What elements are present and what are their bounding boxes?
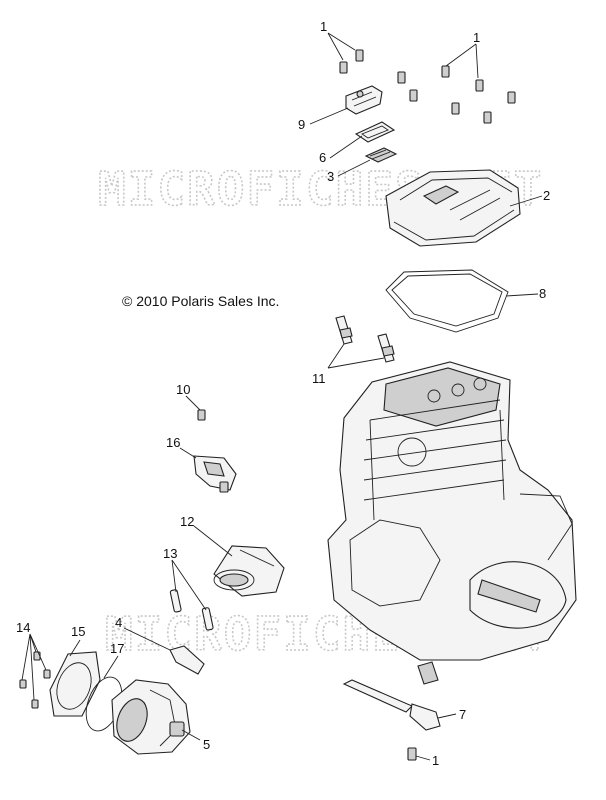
breather-gasket [354, 121, 396, 143]
throttle-adapter [213, 545, 285, 597]
bolts-13 [169, 589, 214, 631]
callout-13: 13 [163, 546, 177, 561]
engine-assembly [327, 361, 577, 661]
callouts: 1 1 9 6 3 2 8 11 10 16 12 13 4 14 15 17 … [16, 19, 550, 768]
leader-lines [21, 32, 543, 761]
bolt-group-top [339, 49, 516, 124]
callout-6: 6 [319, 150, 326, 165]
callout-17: 17 [110, 641, 124, 656]
valve-cover [385, 169, 521, 247]
callout-3: 3 [327, 169, 334, 184]
callout-1-top-right: 1 [473, 30, 480, 45]
breather-filter [364, 147, 398, 163]
bolts-14 [19, 651, 51, 709]
throttle-body [111, 679, 191, 755]
callout-12: 12 [180, 514, 194, 529]
connector-4 [169, 645, 205, 675]
callout-2: 2 [543, 188, 550, 203]
spark-plugs [335, 315, 395, 363]
callout-14: 14 [16, 620, 30, 635]
callout-9: 9 [298, 117, 305, 132]
callout-15: 15 [71, 624, 85, 639]
callout-8: 8 [539, 286, 546, 301]
callout-4: 4 [115, 615, 122, 630]
callout-5: 5 [203, 737, 210, 752]
sensor-bracket [193, 455, 237, 493]
callout-7: 7 [459, 707, 466, 722]
breather-cover [345, 85, 383, 115]
callout-11: 11 [312, 371, 326, 386]
callout-1-top-left: 1 [320, 19, 327, 34]
callout-10: 10 [176, 382, 190, 397]
callout-16: 16 [166, 435, 180, 450]
gasket-15 [49, 651, 101, 717]
callout-1-bottom: 1 [432, 753, 439, 768]
valve-cover-gasket [385, 269, 509, 333]
bolt-10 [197, 409, 206, 421]
speed-sensor [342, 661, 441, 731]
bolt-bottom [407, 747, 417, 761]
copyright-notice: © 2010 Polaris Sales Inc. [122, 293, 279, 309]
